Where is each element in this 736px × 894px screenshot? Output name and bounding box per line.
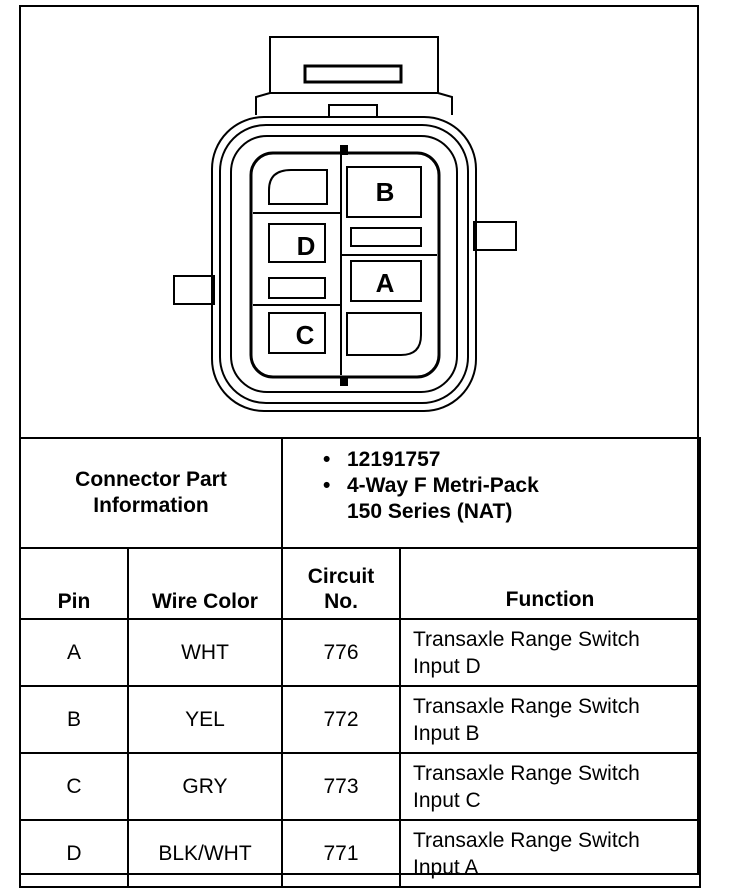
- cavity-a: [350, 260, 422, 302]
- pin-cell: D: [19, 819, 129, 888]
- connector-latch: [269, 36, 439, 94]
- function-cell: Transaxle Range Switch Input C: [399, 752, 701, 821]
- table-row: C GRY 773 Transaxle Range Switch Input C: [19, 752, 701, 821]
- part-info-details-cell: • 12191757 • 4-Way F Metri-Pack 150 Series…: [281, 437, 701, 549]
- top-key: [340, 145, 348, 155]
- wire-color-cell: YEL: [127, 685, 283, 754]
- part-info-label-line1: Connector Part: [75, 468, 227, 491]
- circuit-cell: 776: [281, 618, 401, 687]
- header-circuit-line2: No.: [324, 590, 358, 613]
- circuit-cell: 773: [281, 752, 401, 821]
- circuit-cell: 771: [281, 819, 401, 888]
- cavity-label-c: C: [296, 320, 315, 350]
- right-side-tab: [473, 221, 517, 251]
- wire-color-cell: GRY: [127, 752, 283, 821]
- part-number-line: • 12191757: [323, 447, 699, 473]
- cavity-c: [268, 312, 326, 354]
- circuit-cell: 772: [281, 685, 401, 754]
- function-line2: Input B: [413, 721, 480, 745]
- left-side-tab: [173, 275, 215, 305]
- cavity-label-a: A: [376, 268, 395, 298]
- connector-outer-shell: [211, 116, 477, 412]
- terminal-housing: [249, 151, 441, 379]
- connector-shell-inner: [219, 124, 469, 404]
- latch-lock-tab: [328, 104, 378, 118]
- header-pin: Pin: [19, 547, 129, 620]
- function-cell: Transaxle Range Switch Input D: [399, 618, 701, 687]
- separator-slot-left: [268, 277, 326, 299]
- table-row: B YEL 772 Transaxle Range Switch Input B: [19, 685, 701, 754]
- header-wire-color: Wire Color: [127, 547, 283, 620]
- function-line1: Transaxle Range Switch: [413, 828, 640, 852]
- header-circuit: Circuit No.: [281, 547, 401, 620]
- connector-seal: [230, 135, 458, 393]
- description-line: • 4-Way F Metri-Pack: [323, 473, 699, 499]
- part-number: 12191757: [347, 448, 441, 471]
- function-line1: Transaxle Range Switch: [413, 694, 640, 718]
- function-line2: Input C: [413, 788, 481, 812]
- pinout-header-row: Pin Wire Color Circuit No. Function: [19, 547, 701, 620]
- table-row: A WHT 776 Transaxle Range Switch Input D: [19, 618, 701, 687]
- latch-slot: [303, 64, 403, 84]
- pinout-table: Pin Wire Color Circuit No. Function A WH…: [19, 547, 701, 888]
- pin-cell: B: [19, 685, 129, 754]
- part-info-label-cell: Connector Part Information: [19, 437, 283, 549]
- function-line1: Transaxle Range Switch: [413, 761, 640, 785]
- bullet-icon: •: [323, 474, 331, 497]
- pin-cell: A: [19, 618, 129, 687]
- function-line2: Input A: [413, 855, 479, 879]
- function-cell: Transaxle Range Switch Input B: [399, 685, 701, 754]
- connector-part-info-table: Connector Part Information • 12191757 • 4-…: [19, 437, 701, 549]
- cavity-b: [346, 166, 422, 218]
- connector-drawing: B D A C: [19, 5, 699, 437]
- function-line2: Input D: [413, 654, 481, 678]
- part-info-label-line2: Information: [93, 494, 209, 517]
- part-description-line1: 4-Way F Metri-Pack: [347, 474, 539, 497]
- part-description-line2: 150 Series (NAT): [347, 500, 513, 523]
- function-line1: Transaxle Range Switch: [413, 627, 640, 651]
- header-circuit-line1: Circuit: [307, 565, 375, 588]
- table-row: D BLK/WHT 771 Transaxle Range Switch Inp…: [19, 819, 701, 888]
- connector-face-svg: B D A C: [173, 36, 517, 412]
- wire-color-cell: BLK/WHT: [127, 819, 283, 888]
- bullet-icon: •: [323, 448, 331, 471]
- blank-cavity-lower-right: [346, 312, 422, 356]
- bottom-key: [340, 376, 348, 386]
- latch-shoulders: [255, 92, 453, 115]
- pin-cell: C: [19, 752, 129, 821]
- header-function: Function: [399, 547, 701, 620]
- blank-cavity-upper-left: [268, 169, 328, 205]
- separator-slot-right: [350, 227, 422, 247]
- cavity-label-d: D: [297, 231, 316, 261]
- function-cell: Transaxle Range Switch Input A: [399, 819, 701, 888]
- cavity-d: [268, 223, 326, 263]
- wire-color-cell: WHT: [127, 618, 283, 687]
- cavity-label-b: B: [376, 177, 395, 207]
